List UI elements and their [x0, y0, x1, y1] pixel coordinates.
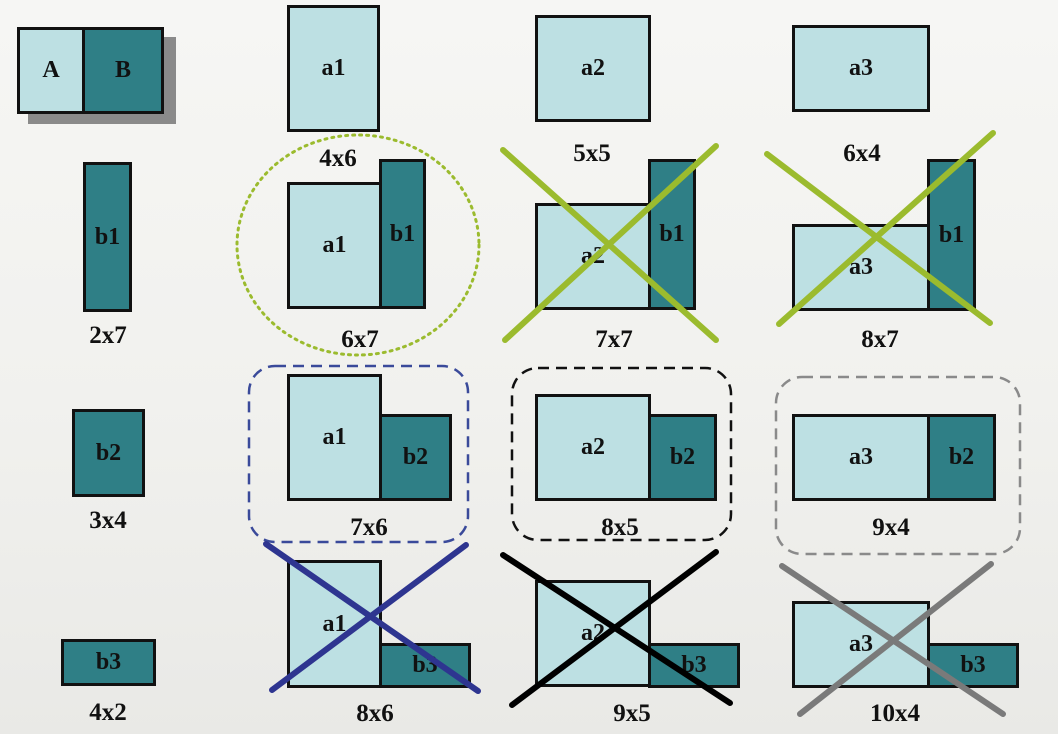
- combo-a1b3-a1-label: a1: [322, 610, 347, 637]
- legend-label-b: B: [114, 57, 131, 83]
- block-a3-label: a3: [849, 55, 873, 81]
- block-b1-label: b1: [94, 223, 121, 250]
- caption-b3: 4x2: [89, 699, 127, 726]
- combo-a3b2-a3-label: a3: [849, 444, 873, 470]
- combo-a2b2-a2-label: a2: [581, 434, 605, 460]
- block-a1: a1: [287, 5, 380, 132]
- block-a1-label: a1: [321, 55, 346, 81]
- caption-a1b3: 8x6: [356, 700, 394, 727]
- combo-a2b3-b3-label: b3: [681, 652, 707, 678]
- combo-a2b1-a2: a2: [535, 203, 651, 310]
- caption-b2: 3x4: [89, 507, 127, 534]
- combo-a1b3-b3: b3: [379, 643, 471, 688]
- caption-a1: 4x6: [319, 145, 357, 172]
- caption-a2: 5x5: [573, 140, 611, 167]
- combo-a3b2-b2: b2: [927, 414, 996, 501]
- combo-a2b2-b2: b2: [648, 414, 717, 501]
- caption-a1b2: 7x6: [350, 514, 388, 541]
- combo-a1b1-b1-label: b1: [389, 220, 416, 247]
- block-a3: a3: [792, 25, 930, 112]
- legend-block-b: B: [82, 27, 164, 114]
- block-a2: a2: [535, 15, 651, 122]
- combo-a1b2-b2: b2: [379, 414, 452, 501]
- caption-a3b3: 10x4: [870, 700, 920, 727]
- combo-a2b2-b2-label: b2: [669, 444, 696, 470]
- combo-a2b3-a2: a2: [535, 580, 651, 687]
- combo-a2b3-a2-label: a2: [581, 620, 605, 646]
- combo-a1b1-a1-label: a1: [322, 232, 347, 258]
- caption-a2b1: 7x7: [595, 326, 633, 353]
- combo-a1b2-a1: a1: [287, 374, 382, 501]
- caption-b1: 2x7: [89, 322, 127, 349]
- combo-a2b2-a2: a2: [535, 394, 651, 501]
- caption-a2b2: 8x5: [601, 514, 639, 541]
- combo-a1b2-b2-label: b2: [402, 444, 429, 470]
- combo-a3b1-a3: a3: [792, 224, 930, 311]
- combo-a3b1-b1: b1: [927, 159, 976, 311]
- combo-a1b2-a1-label: a1: [322, 424, 347, 450]
- legend-block-a: A: [17, 27, 85, 114]
- combo-a2b1-a2-label: a2: [581, 243, 605, 269]
- combo-a3b3-a3: a3: [792, 601, 930, 688]
- combo-a3b1-a3-label: a3: [849, 254, 873, 280]
- block-a2-label: a2: [581, 55, 605, 81]
- caption-a3b1: 8x7: [861, 326, 899, 353]
- block-b2: b2: [72, 409, 145, 497]
- combo-a1b1-b1: b1: [379, 159, 426, 309]
- combo-a3b2-b2-label: b2: [948, 444, 975, 470]
- block-b3: b3: [61, 639, 156, 686]
- combo-a3b3-a3-label: a3: [849, 631, 873, 657]
- combo-a2b1-b1-label: b1: [659, 221, 685, 247]
- caption-a3b2: 9x4: [872, 514, 910, 541]
- caption-a1b1: 6x7: [341, 326, 379, 353]
- caption-a2b3: 9x5: [613, 700, 651, 727]
- combo-a3b1-b1-label: b1: [938, 221, 965, 248]
- block-b1: b1: [83, 162, 132, 312]
- block-b2-label: b2: [95, 439, 122, 466]
- combo-a3b3-b3-label: b3: [960, 652, 986, 678]
- caption-a3: 6x4: [843, 140, 881, 167]
- combo-a2b1-b1: b1: [648, 159, 696, 310]
- combo-a1b3-b3-label: b3: [412, 652, 438, 678]
- combo-a3b3-b3: b3: [927, 643, 1019, 688]
- combo-a1b1-a1: a1: [287, 182, 382, 309]
- legend-label-a: A: [42, 57, 60, 83]
- combo-a2b3-b3: b3: [648, 643, 740, 688]
- combo-a1b3-a1: a1: [287, 560, 382, 688]
- combo-a3b2-a3: a3: [792, 414, 930, 501]
- block-b3-label: b3: [95, 649, 122, 675]
